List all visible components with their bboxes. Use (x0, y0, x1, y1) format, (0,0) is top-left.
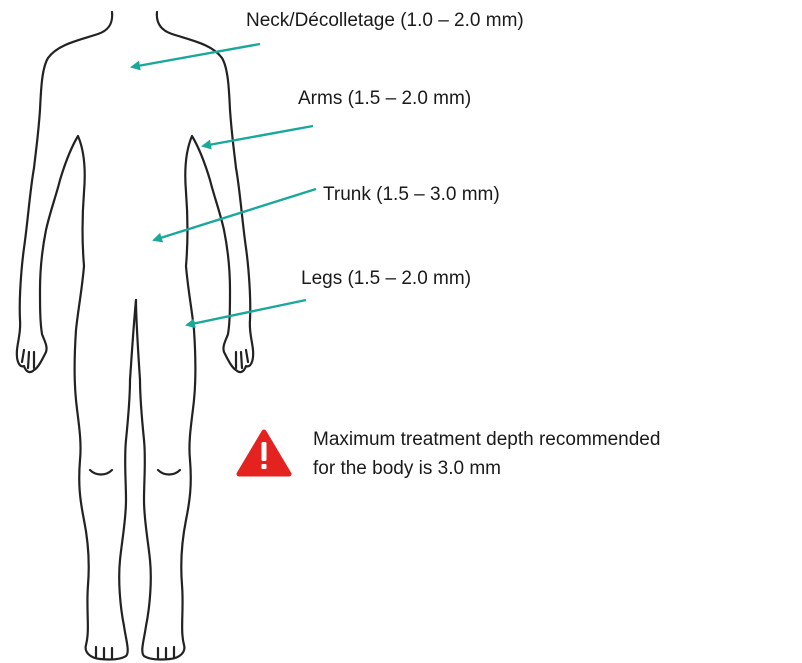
warning-message: Maximum treatment depth recommended for … (313, 425, 660, 483)
right-outer-contour (136, 12, 253, 660)
neck-arrow (132, 44, 260, 67)
region-label-neck: Neck/Décolletage (1.0 – 2.0 mm) (246, 10, 524, 32)
body-outline (17, 12, 253, 660)
region-arrows (132, 44, 316, 325)
warning-line-1: Maximum treatment depth recommended (313, 425, 660, 454)
right-foot (158, 647, 174, 659)
region-label-trunk: Trunk (1.5 – 3.0 mm) (323, 184, 500, 206)
trunk-arrow (154, 189, 316, 240)
left-outer-contour (17, 12, 136, 660)
arms-arrow (203, 126, 313, 146)
knee-hints (90, 470, 180, 475)
warning-triangle-icon (239, 432, 289, 474)
legs-arrow (187, 300, 306, 325)
left-foot (96, 647, 112, 659)
warning-line-2: for the body is 3.0 mm (313, 454, 660, 483)
region-label-arms: Arms (1.5 – 2.0 mm) (298, 88, 471, 110)
region-label-legs: Legs (1.5 – 2.0 mm) (301, 268, 471, 290)
